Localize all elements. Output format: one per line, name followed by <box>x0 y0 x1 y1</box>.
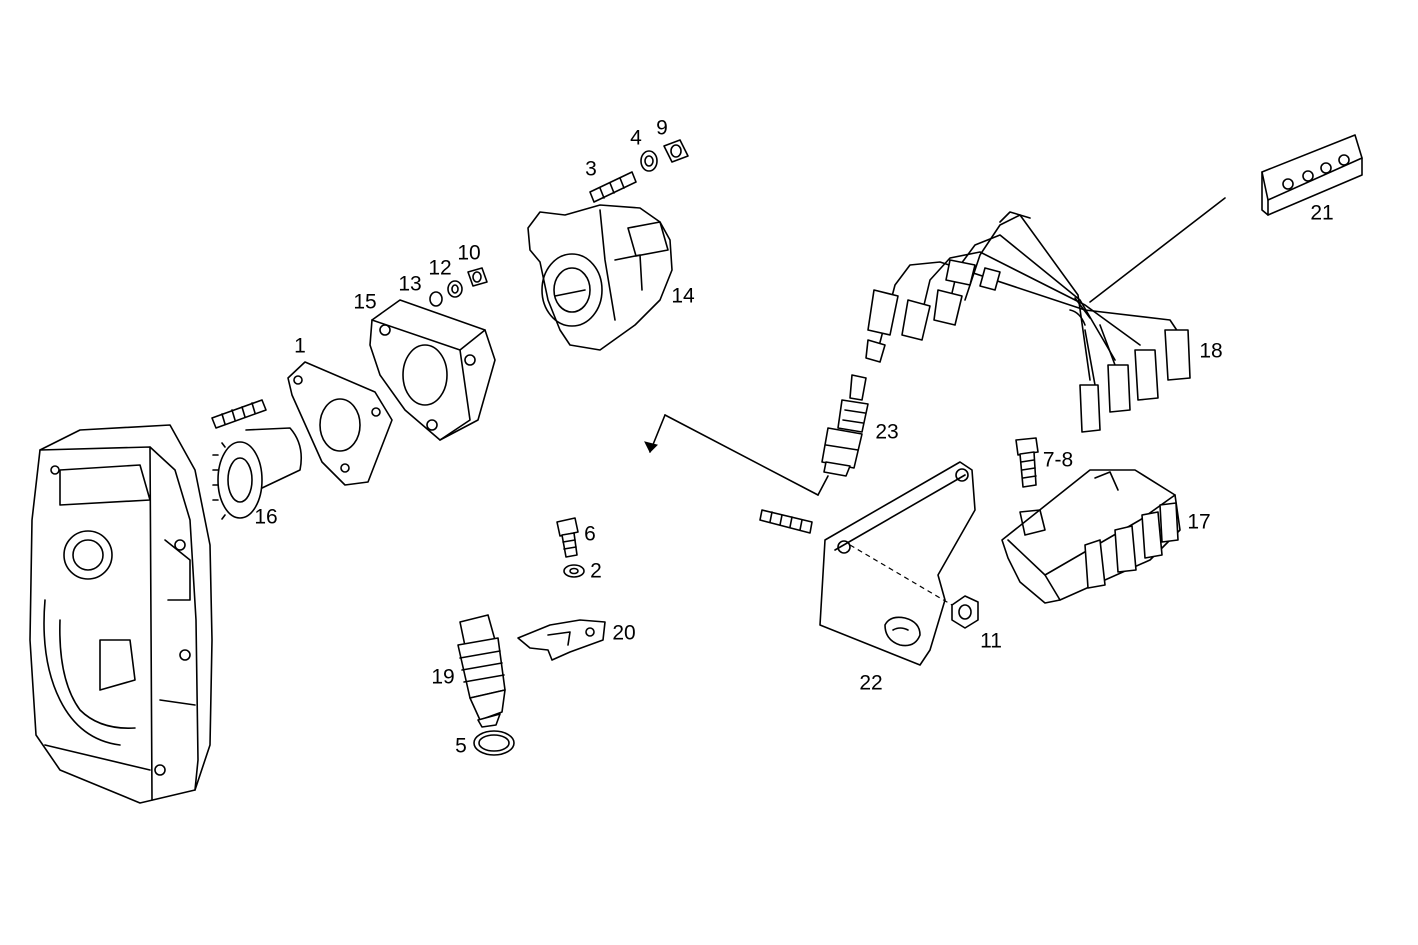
coil-pack-17-drawing <box>1001 469 1181 604</box>
plate-20-drawing <box>517 619 606 661</box>
label-part-12: 12 <box>428 256 452 280</box>
label-part-15: 15 <box>353 290 377 314</box>
label-part-11: 11 <box>980 629 1002 653</box>
label-part-1: 1 <box>294 334 306 358</box>
label-part-10: 10 <box>457 241 481 265</box>
label-part-23: 23 <box>875 420 899 444</box>
label-part-2: 2 <box>590 559 602 583</box>
bracket-stud-drawing <box>759 509 813 534</box>
nut-11-drawing <box>951 595 979 629</box>
label-part-5: 5 <box>455 734 467 758</box>
label-part-9: 9 <box>656 116 668 140</box>
label-part-19: 19 <box>431 665 455 689</box>
gear-16-drawing <box>212 427 303 520</box>
label-part-16: 16 <box>254 505 278 529</box>
label-part-21: 21 <box>1310 201 1334 225</box>
label-part-3: 3 <box>585 157 597 181</box>
stud-3-washer-4-nut-9-drawing <box>589 139 689 203</box>
label-part-6: 6 <box>584 522 596 546</box>
label-part-4: 4 <box>630 126 642 150</box>
label-part-22: 22 <box>859 671 883 695</box>
distributor-14-drawing <box>527 204 673 351</box>
label-part-14: 14 <box>671 284 695 308</box>
bolt-7-8-drawing <box>1015 437 1039 488</box>
label-part-17: 17 <box>1187 510 1211 534</box>
clip-strip-21-drawing <box>1261 134 1363 216</box>
bolt-6-washer-2-drawing <box>556 517 585 578</box>
bracket-22-drawing <box>819 461 976 666</box>
flange-15-drawing <box>369 299 496 441</box>
spark-plug-23-drawing <box>821 374 869 477</box>
ignition-leads-18-drawing <box>865 197 1226 433</box>
label-part-20: 20 <box>612 621 636 645</box>
label-part-7-8: 7-8 <box>1042 448 1074 472</box>
injector-19-drawing <box>457 614 515 756</box>
gear-housing-drawing <box>29 424 213 804</box>
stud-drawing <box>211 399 267 429</box>
label-part-13: 13 <box>398 272 422 296</box>
pointer-arrow-drawing <box>644 414 829 496</box>
label-part-18: 18 <box>1199 339 1223 363</box>
washers-13-12-10-drawing <box>429 267 488 307</box>
gasket-1-drawing <box>287 361 393 486</box>
